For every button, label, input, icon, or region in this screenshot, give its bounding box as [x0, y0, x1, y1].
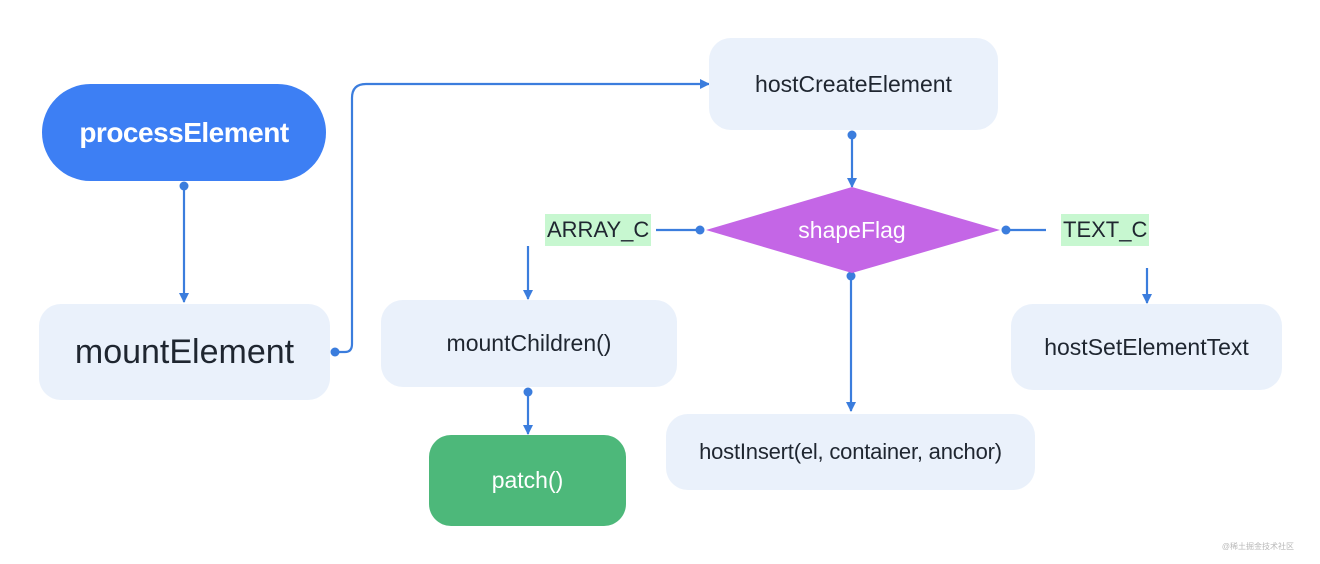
process-element-node: processElement: [42, 84, 326, 181]
array-children-label: ARRAY_C: [545, 214, 652, 246]
text-children-label: TEXT_C: [1061, 214, 1150, 246]
host-insert-node: hostInsert(el, container, anchor): [666, 414, 1035, 490]
shape-flag-label: shapeFlag: [798, 216, 906, 243]
connector-dot: [330, 347, 340, 357]
patch-node: patch(): [429, 435, 626, 526]
mount-children-node: mountChildren(): [381, 300, 677, 387]
connector-dot: [1001, 225, 1011, 235]
host-set-element-text-node: hostSetElementText: [1011, 304, 1282, 390]
connector-dot: [179, 181, 189, 191]
connector-dot: [846, 271, 856, 281]
watermark: @稀土掘金技术社区: [1221, 542, 1294, 551]
connector-dot: [695, 225, 705, 235]
mount-element-node: mountElement: [39, 304, 330, 400]
connector-dot: [523, 387, 533, 397]
host-create-element-node: hostCreateElement: [709, 38, 998, 130]
edge-mount-to-create: [335, 79, 710, 354]
connector-dot: [847, 130, 857, 140]
shape-flag-diamond: [706, 187, 1000, 273]
